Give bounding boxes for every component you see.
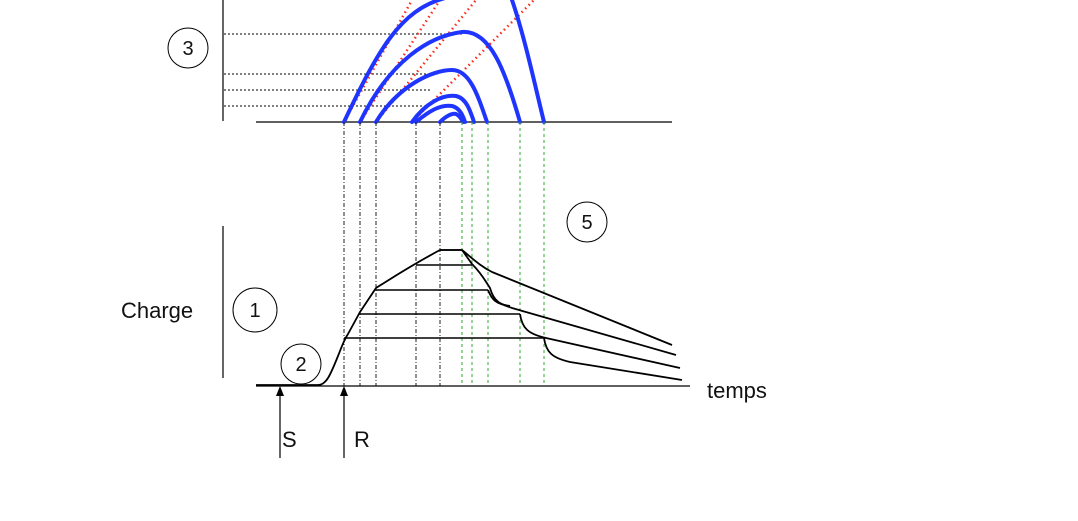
blue-arc-6 bbox=[438, 111, 465, 124]
r-arrow-head bbox=[340, 386, 348, 396]
r-arrow bbox=[340, 386, 348, 458]
s-arrow-head bbox=[276, 386, 284, 396]
blue-arcs bbox=[342, 0, 546, 124]
blue-arc-largest-tail bbox=[510, 0, 546, 124]
circle-label-2: 2 bbox=[295, 354, 306, 376]
decay-curve bbox=[471, 263, 677, 356]
circle-label-5: 5 bbox=[581, 212, 592, 234]
upper-level-dotted-lines bbox=[224, 33, 464, 107]
decay-curve bbox=[461, 249, 673, 346]
circle-label-1: 1 bbox=[249, 300, 260, 322]
circle-marker-1: 1 bbox=[232, 287, 278, 333]
blue-arc-2 bbox=[358, 29, 522, 124]
blue-arc-5 bbox=[414, 103, 467, 124]
green-dashed-lines bbox=[461, 122, 545, 386]
upper-panel bbox=[222, 0, 672, 124]
temps-label: temps bbox=[707, 378, 767, 403]
circle-marker-5: 5 bbox=[566, 201, 608, 243]
decay-curve bbox=[543, 337, 683, 381]
lower-panel bbox=[222, 226, 690, 458]
s-arrow bbox=[276, 386, 284, 458]
r-label: R bbox=[354, 427, 370, 452]
blue-arc-4 bbox=[410, 93, 476, 124]
decay-curve bbox=[519, 313, 681, 369]
circle-marker-2: 2 bbox=[280, 343, 322, 385]
plateau-lines bbox=[344, 249, 544, 339]
blue-arc-largest bbox=[342, 0, 446, 124]
decay-curve bbox=[487, 289, 511, 307]
charge-curves bbox=[256, 249, 683, 386]
circle-label-3: 3 bbox=[182, 38, 193, 60]
red-dotted-line bbox=[411, 0, 535, 123]
charge-label: Charge bbox=[121, 298, 193, 323]
circle-marker-3: 3 bbox=[167, 27, 209, 69]
s-label: S bbox=[282, 427, 297, 452]
red-dotted-line bbox=[342, 0, 414, 123]
red-dotted-lines bbox=[342, 0, 535, 123]
blue-arc-3 bbox=[374, 67, 489, 124]
reference-dash-dot-lines bbox=[343, 122, 441, 386]
